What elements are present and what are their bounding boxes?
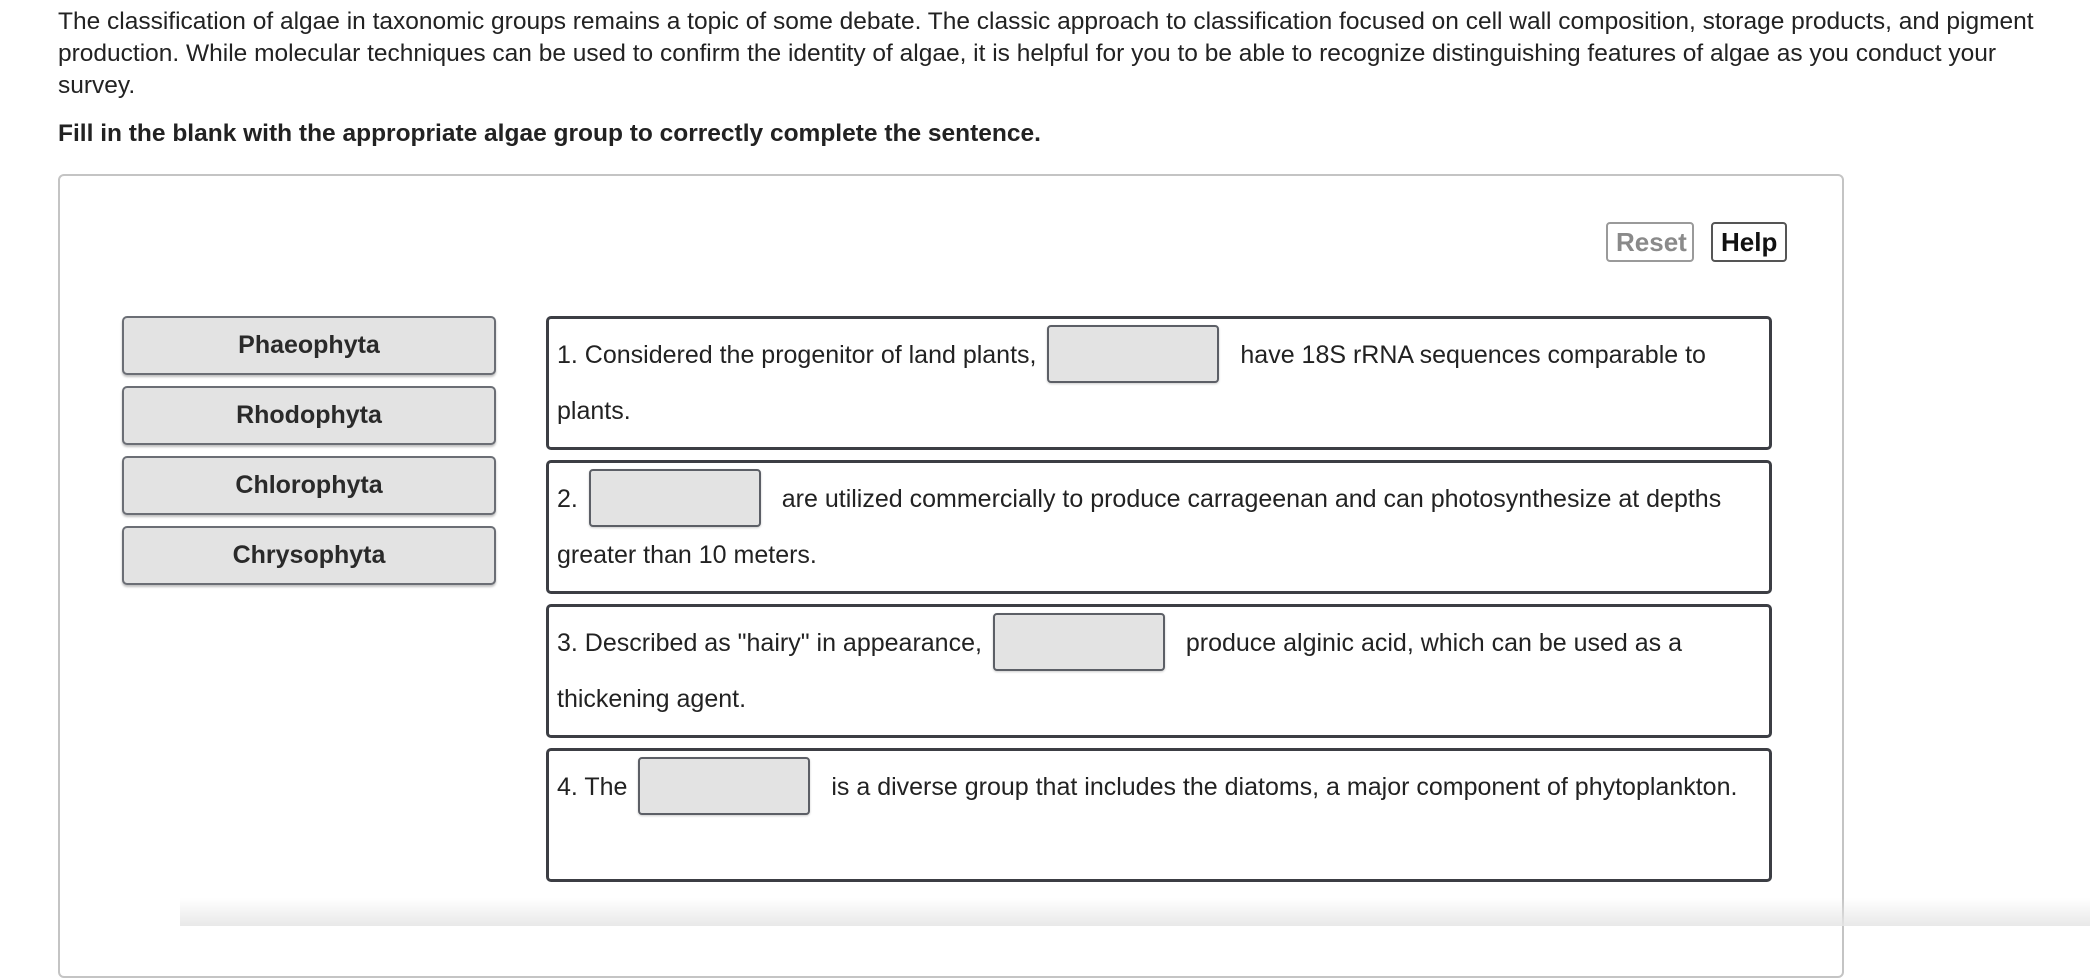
sentence-2-after: are utilized commercially to produce car…: [557, 485, 1722, 570]
sentence-4: 4. The is a diverse group that includes …: [546, 748, 1772, 882]
sentence-1: 1. Considered the progenitor of land pla…: [546, 316, 1772, 450]
sentence-3-before: 3. Described as "hairy" in appearance,: [557, 629, 982, 657]
sentence-list: 1. Considered the progenitor of land pla…: [546, 316, 1772, 892]
choice-phaeophyta[interactable]: Phaeophyta: [122, 316, 496, 375]
instruction-text: Fill in the blank with the appropriate a…: [58, 120, 1041, 147]
sentence-4-before: 4. The: [557, 773, 628, 801]
exercise-panel: Reset Help Phaeophyta Rhodophyta Chlorop…: [58, 174, 1844, 978]
choice-rhodophyta[interactable]: Rhodophyta: [122, 386, 496, 445]
sentence-1-after: have 18S rRNA sequences comparable to pl…: [557, 341, 1706, 426]
blank-3-drop-target[interactable]: [992, 613, 1165, 672]
blank-4-drop-target[interactable]: [638, 757, 811, 816]
answer-bank: Phaeophyta Rhodophyta Chlorophyta Chryso…: [122, 316, 496, 596]
sentence-3-after: produce alginic acid, which can be used …: [557, 629, 1682, 714]
sentence-4-after: is a diverse group that includes the dia…: [831, 773, 1738, 801]
reset-button[interactable]: Reset: [1606, 222, 1694, 262]
choice-chrysophyta[interactable]: Chrysophyta: [122, 526, 496, 585]
sentence-3: 3. Described as "hairy" in appearance, p…: [546, 604, 1772, 738]
sentence-2-before: 2.: [557, 485, 578, 513]
sentence-2: 2. are utilized commercially to produce …: [546, 460, 1772, 594]
sentence-1-before: 1. Considered the progenitor of land pla…: [557, 341, 1037, 369]
intro-paragraph: The classification of algae in taxonomic…: [58, 8, 2034, 99]
help-button[interactable]: Help: [1711, 222, 1787, 262]
choice-chlorophyta[interactable]: Chlorophyta: [122, 456, 496, 515]
blank-2-drop-target[interactable]: [588, 469, 761, 528]
blank-1-drop-target[interactable]: [1047, 325, 1220, 384]
